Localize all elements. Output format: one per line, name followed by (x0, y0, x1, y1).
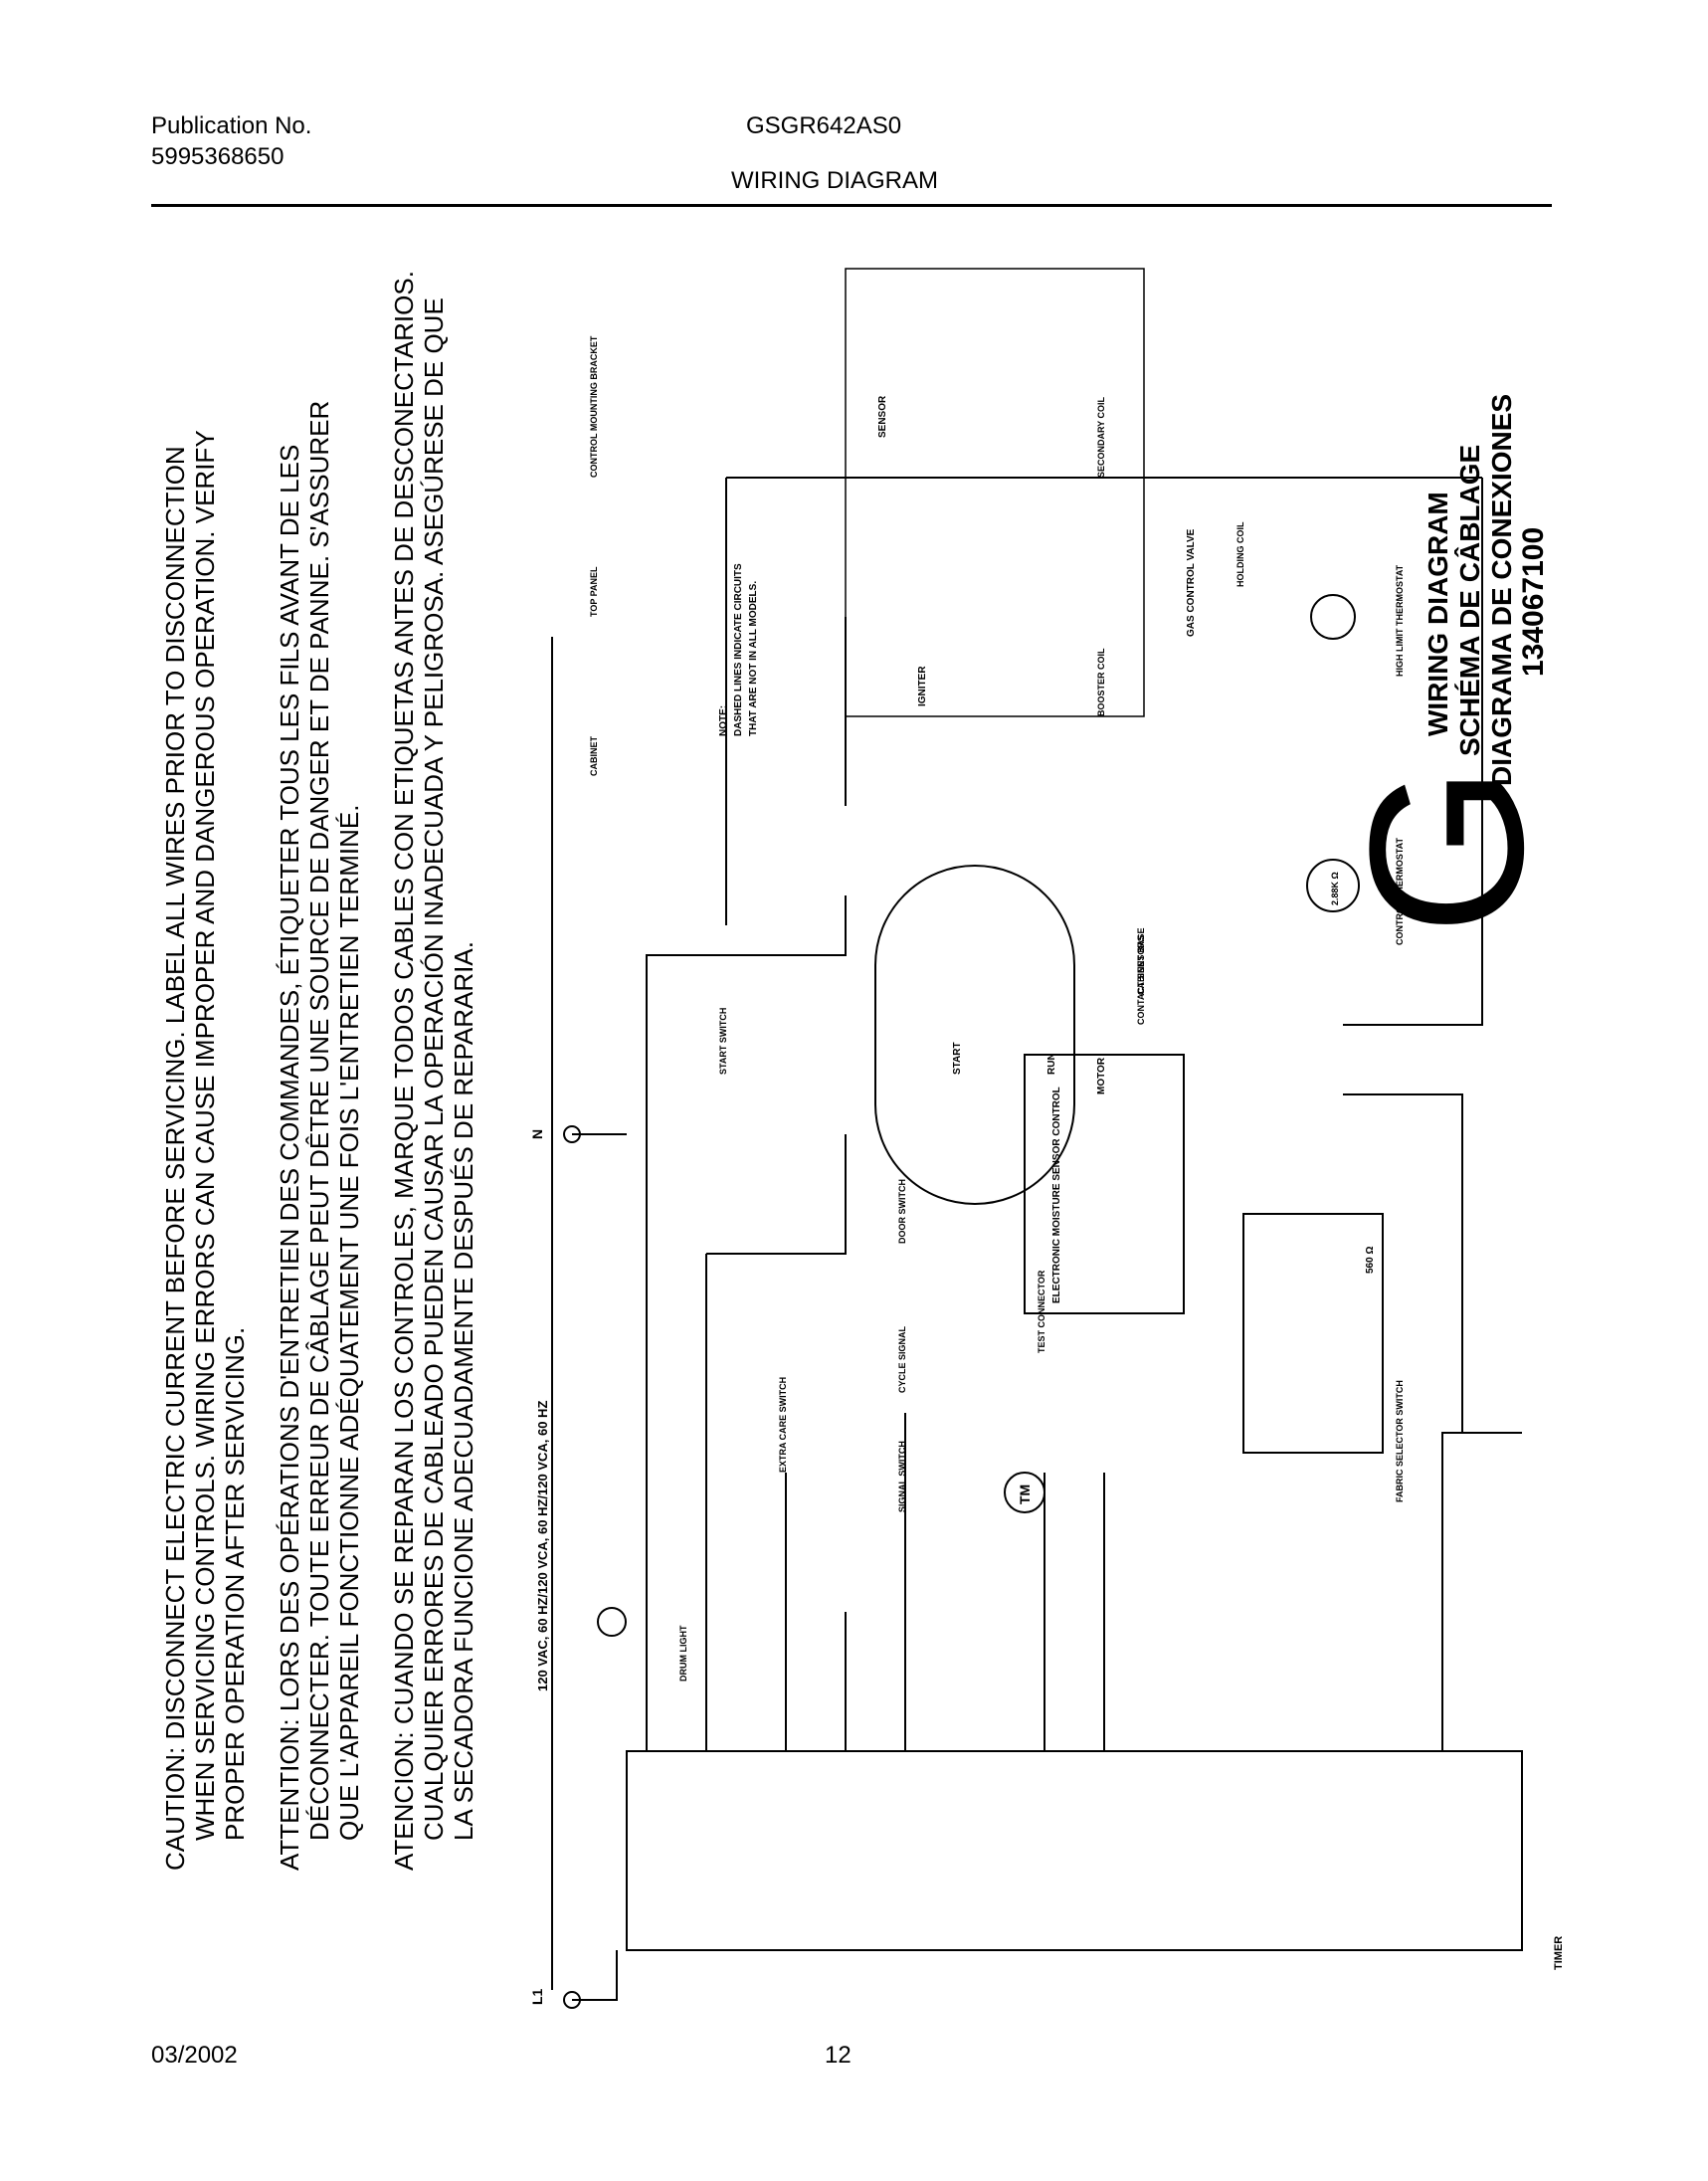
timer-label: TIMER (1553, 1936, 1562, 1970)
diagram-logo-letter: G (1324, 765, 1562, 935)
footer-date: 03/2002 (151, 2042, 238, 2069)
page-number: 12 (825, 2042, 852, 2069)
top-panel-label: TOP PANEL (589, 566, 599, 617)
sensor-label: SENSOR (877, 395, 888, 438)
caution-line-8: CUALQUIER ERRORES DE CABLEADO PUEDEN CAU… (419, 297, 449, 1841)
note-title: NOTE: (718, 705, 729, 736)
drum-light-label: DRUM LIGHT (678, 1625, 688, 1682)
contact-sensors-label: CONTACT SENSORS (1136, 935, 1146, 1025)
drum-light-bulb (597, 1607, 627, 1637)
caution-line-6: QUE L'APPAREIL FONCTIONNE ADÉQUATEMENT U… (334, 805, 364, 1841)
timer-motor (1004, 1472, 1045, 1513)
note-line-2: THAT ARE NOT IN ALL MODELS. (748, 581, 759, 736)
door-switch-label: DOOR SWITCH (897, 1179, 907, 1244)
cabinet-label: CABINET (589, 735, 599, 776)
header-rule (151, 204, 1552, 207)
cabinet-base-label: CABINET BASE (1136, 927, 1146, 995)
signal-switch-label: SIGNAL SWITCH (897, 1441, 907, 1512)
model-number: GSGR642AS0 (746, 112, 902, 139)
high-limit-label: HIGH LIMIT THERMOSTAT (1395, 564, 1405, 677)
test-connector-label: TEST CONNECTOR (1037, 1270, 1046, 1353)
fabric-switch-label: FABRIC SELECTOR SWITCH (1395, 1380, 1405, 1502)
timer-box (626, 1750, 1523, 1951)
diagram-ref-es: DIAGRAMA DE CONEXIONES (1486, 394, 1517, 786)
control-thermostat-label: CONTROL THERMOSTAT (1395, 838, 1405, 945)
caution-line-3: PROPER OPERATION AFTER SERVICING. (220, 1327, 250, 1841)
diagram-ref-fr: SCHÉMA DE CÂBLAGE (1454, 445, 1485, 756)
fabric-switch-box (1242, 1213, 1384, 1454)
note-block: NOTE: DASHED LINES INDICATE CIRCUITS THA… (718, 563, 759, 736)
caution-line-9: LA SECADORA FUNCIONE ADECUADAMENTE DESPU… (449, 941, 478, 1841)
cycle-signal-label: CYCLE SIGNAL (897, 1325, 907, 1393)
control-bracket-label: CONTROL MOUNTING BRACKET (589, 335, 599, 478)
publication-label: Publication No. (151, 112, 312, 139)
motor-label: MOTOR (1096, 1057, 1107, 1094)
motor-run-label: RUN (1046, 1053, 1057, 1075)
motor-housing (874, 865, 1075, 1205)
resistor-label: 560 Ω (1365, 1247, 1376, 1274)
page-title: WIRING DIAGRAM (731, 167, 938, 194)
caution-line-5: DÉCONNECTER. TOUTE ERREUR DE CÂBLAGE PEU… (304, 401, 334, 1841)
extra-care-label: EXTRA CARE SWITCH (778, 1377, 788, 1473)
caution-line-1: CAUTION: DISCONNECT ELECTRIC CURRENT BEF… (160, 446, 190, 1871)
booster-coil-label: BOOSTER COIL (1096, 648, 1106, 716)
motor-start-label: START (952, 1042, 963, 1075)
l1-label: L1 (529, 1988, 545, 2005)
gas-valve-label: GAS CONTROL VALVE (1186, 528, 1197, 637)
wire-group (572, 477, 1522, 2001)
supply-label: 120 VAC, 60 HZ/120 VCA, 60 HZ/120 VCA, 6… (535, 1401, 550, 1691)
gas-valve-area (845, 268, 1145, 717)
caution-line-4: ATTENTION: LORS DES OPÉRATIONS D'ENTRETI… (275, 445, 304, 1871)
note-line-1: DASHED LINES INDICATE CIRCUITS (733, 563, 744, 736)
timer-motor-label: TM (1017, 1485, 1033, 1504)
diagram-ref-en: WIRING DIAGRAM (1423, 492, 1453, 736)
holding-coil-label: HOLDING COIL (1235, 521, 1245, 587)
high-limit-thermostat (1310, 594, 1356, 640)
publication-number: 5995368650 (151, 143, 285, 170)
control-thermostat-res-label: 2.88K Ω (1330, 872, 1340, 905)
moisture-control-label: ELECTRONIC MOISTURE SENSOR CONTROL (1051, 1087, 1062, 1303)
caution-block: CAUTION: DISCONNECT ELECTRIC CURRENT BEF… (160, 271, 478, 1871)
secondary-coil-label: SECONDARY COIL (1096, 396, 1106, 478)
moisture-control-box (1024, 1054, 1185, 1314)
rotated-landscape: CAUTION: DISCONNECT ELECTRIC CURRENT BEF… (160, 268, 1562, 2009)
n-label: N (529, 1129, 545, 1139)
wiring-diagram: CAUTION: DISCONNECT ELECTRIC CURRENT BEF… (160, 268, 1562, 2009)
diagram-part-number: 134067100 (1517, 527, 1550, 677)
caution-line-7: ATENCION: CUANDO SE REPARAN LOS CONTROLE… (389, 271, 419, 1871)
caution-line-2: WHEN SERVICING CONTROLS. WIRING ERRORS C… (190, 430, 220, 1841)
start-switch-label: START SWITCH (718, 1008, 728, 1075)
igniter-label: IGNITER (917, 666, 928, 706)
control-thermostat (1306, 859, 1360, 912)
